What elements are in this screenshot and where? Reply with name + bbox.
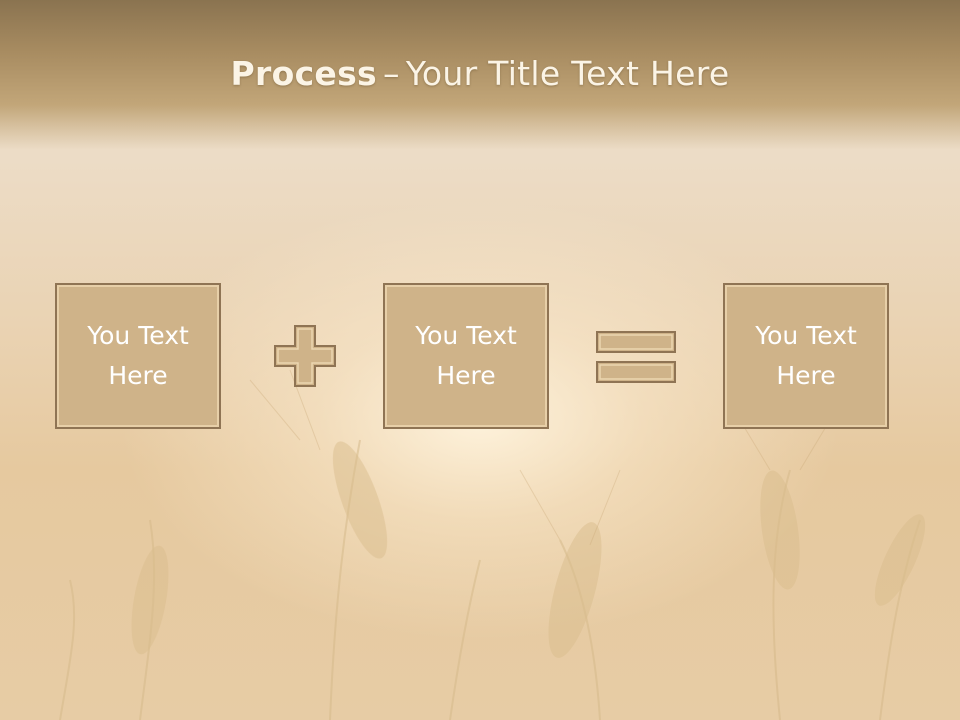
process-box-1-text: You Text Here <box>87 321 189 390</box>
process-box-2[interactable]: You Text Here <box>383 283 549 429</box>
process-box-2-text: You Text Here <box>415 321 517 390</box>
slide-title: Process–Your Title Text Here <box>0 54 960 93</box>
plus-icon <box>274 325 336 387</box>
equals-icon <box>596 331 676 383</box>
header-band <box>0 0 960 150</box>
title-separator: – <box>383 54 400 93</box>
title-bold: Process <box>230 54 377 93</box>
process-box-3[interactable]: You Text Here <box>723 283 889 429</box>
process-box-3-text: You Text Here <box>755 321 857 390</box>
process-box-1[interactable]: You Text Here <box>55 283 221 429</box>
title-rest: Your Title Text Here <box>405 54 730 93</box>
